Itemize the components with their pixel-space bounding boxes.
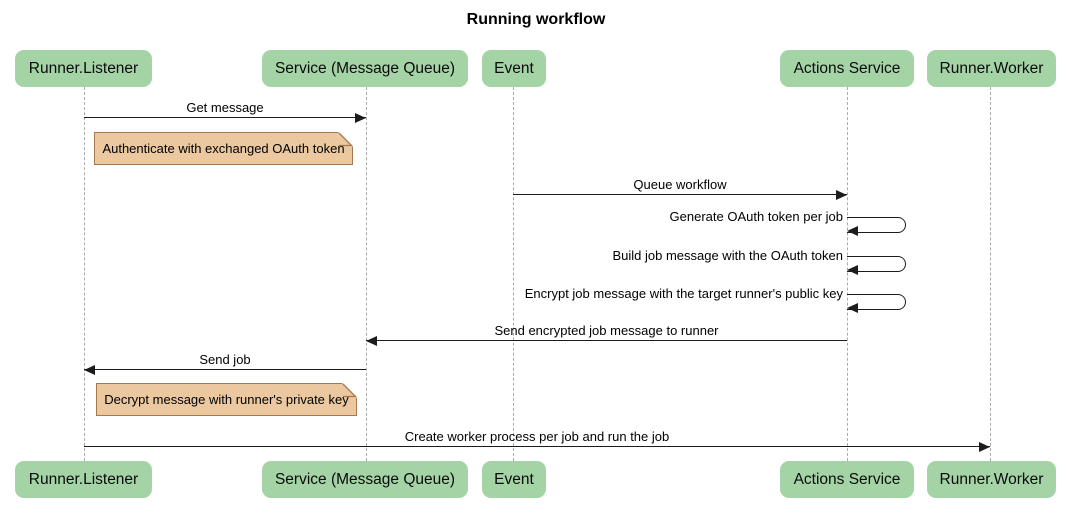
note-text: Decrypt message with runner's private ke… — [104, 392, 349, 407]
participant-bottom-runner-listener: Runner.Listener — [15, 461, 152, 498]
participant-top-event: Event — [482, 50, 546, 87]
lifeline-runner-listener — [84, 87, 85, 461]
note-decrypt-message: Decrypt message with runner's private ke… — [96, 382, 358, 416]
message-label-encrypt-job-message: Encrypt job message with the target runn… — [524, 286, 843, 301]
lifeline-event — [513, 87, 514, 461]
arrowhead-left-icon — [847, 226, 858, 236]
lifeline-service-message-queue — [366, 87, 367, 461]
note-authenticate-oauth: Authenticate with exchanged OAuth token — [94, 131, 354, 165]
message-label-build-job-message: Build job message with the OAuth token — [612, 248, 843, 263]
note-fold-icon — [342, 382, 358, 398]
diagram-title: Running workflow — [466, 11, 606, 28]
participant-bottom-service-message-queue: Service (Message Queue) — [262, 461, 468, 498]
self-loop-line — [847, 217, 906, 233]
self-loop-line — [847, 256, 906, 272]
message-label-generate-oauth-token: Generate OAuth token per job — [669, 209, 843, 224]
message-label-send-job: Send job — [199, 352, 251, 367]
arrowhead-right-icon — [979, 442, 990, 452]
note-text: Authenticate with exchanged OAuth token — [102, 141, 345, 156]
participant-bottom-runner-worker: Runner.Worker — [927, 461, 1056, 498]
arrowhead-left-icon — [366, 336, 377, 346]
message-label-send-encrypted-job: Send encrypted job message to runner — [494, 323, 719, 338]
participant-bottom-actions-service: Actions Service — [780, 461, 914, 498]
arrowhead-left-icon — [84, 365, 95, 375]
arrowhead-right-icon — [836, 190, 847, 200]
arrowhead-left-icon — [847, 265, 858, 275]
participant-top-runner-listener: Runner.Listener — [15, 50, 152, 87]
message-label-create-worker: Create worker process per job and run th… — [404, 429, 670, 444]
participant-top-runner-worker: Runner.Worker — [927, 50, 1056, 87]
self-loop-line — [847, 294, 906, 310]
message-label-queue-workflow: Queue workflow — [633, 177, 727, 192]
message-line-send-job — [84, 369, 366, 370]
message-line-send-encrypted-job — [366, 340, 847, 341]
arrowhead-right-icon — [355, 113, 366, 123]
participant-top-actions-service: Actions Service — [780, 50, 914, 87]
arrowhead-left-icon — [847, 303, 858, 313]
message-line-get-message — [84, 117, 366, 118]
participant-top-service-message-queue: Service (Message Queue) — [262, 50, 468, 87]
participant-bottom-event: Event — [482, 461, 546, 498]
message-line-create-worker — [84, 446, 990, 447]
message-label-get-message: Get message — [186, 100, 264, 115]
message-line-queue-workflow — [513, 194, 847, 195]
note-fold-icon — [338, 131, 354, 147]
lifeline-runner-worker — [990, 87, 991, 461]
